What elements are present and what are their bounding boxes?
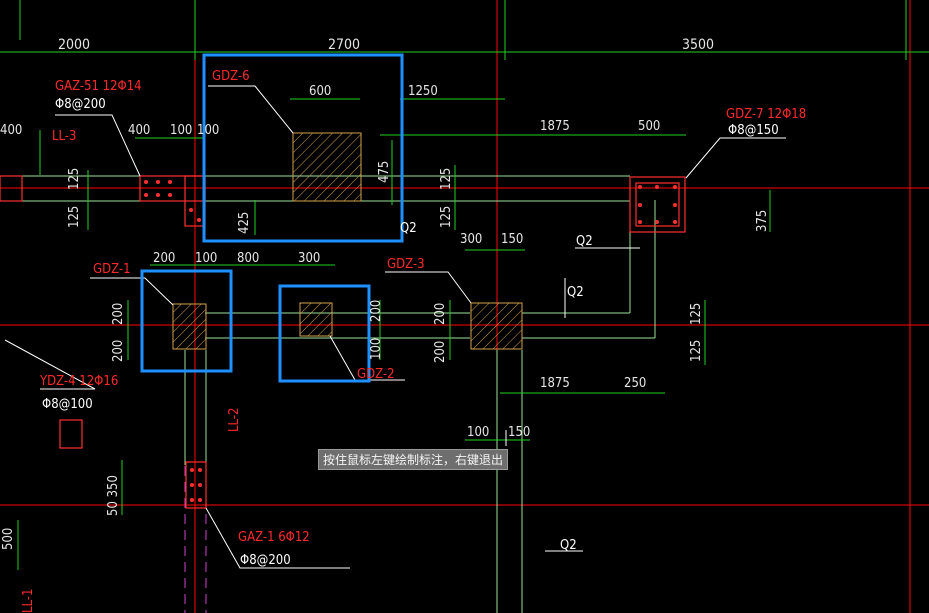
label-ydz4: YDZ-4 12Φ16 [39, 374, 118, 389]
dim-text-600: 600 [309, 84, 331, 99]
dim-text-50-350: 50 350 [106, 475, 121, 516]
leader-gaz1 [205, 507, 350, 569]
dimension-lines [0, 0, 929, 570]
dim-text-375: 375 [755, 210, 770, 232]
leader-gdz3 [385, 271, 472, 304]
dim-text-250: 250 [624, 376, 646, 391]
label-ll1: LL-1 [21, 589, 36, 613]
label-gaz1: GAZ-1 6Φ12 [238, 530, 310, 545]
rebar-dots [144, 180, 677, 502]
dim-text-200c: 200 [111, 340, 126, 362]
label-gdz7-stirrup: Φ8@150 [728, 123, 779, 138]
label-gdz7: GDZ-7 12Φ18 [726, 107, 806, 122]
top-dim-3500: 3500 [682, 37, 714, 53]
dim-text-500: 500 [638, 119, 660, 134]
dim-text-800: 800 [237, 251, 259, 266]
section-gdz7-inner [635, 182, 680, 227]
dim-text-1875b: 1875 [540, 376, 570, 391]
leader-gaz51 [55, 114, 141, 177]
dim-text-100e: 100 [467, 425, 489, 440]
column-gdz1 [172, 303, 207, 350]
dim-text-100d: 100 [369, 338, 384, 360]
dim-text-1250: 1250 [408, 84, 438, 99]
label-q2c: Q2 [400, 221, 417, 236]
dim-text-100b: 100 [197, 123, 219, 138]
label-ydz4-stirrup: Φ8@100 [42, 397, 93, 412]
selection-box-gdz2[interactable] [278, 284, 371, 383]
leader-ydz4 [4, 339, 96, 390]
label-q2a: Q2 [576, 234, 593, 249]
label-gaz51-stirrup: Φ8@200 [55, 97, 106, 112]
section-ydz4 [59, 419, 83, 449]
dim-text-200f: 200 [433, 341, 448, 363]
label-gdz3: GDZ-3 [387, 257, 425, 272]
status-tooltip: 按住鼠标左键绘制标注，右键退出 [318, 449, 509, 470]
dim-text-1875a: 1875 [540, 119, 570, 134]
label-gdz1: GDZ-1 [93, 262, 131, 277]
selection-boxes [140, 53, 404, 383]
dim-text-125d: 125 [439, 206, 454, 228]
dim-text-400-left: 400 [0, 123, 22, 138]
dim-text-200e: 200 [433, 303, 448, 325]
label-gaz1-stirrup: Φ8@200 [240, 553, 291, 568]
leader-gdz1 [90, 277, 174, 306]
label-gdz6: GDZ-6 [212, 69, 250, 84]
dim-text-300b: 300 [460, 232, 482, 247]
label-q2d: Q2 [560, 538, 577, 553]
dim-text-150a: 150 [501, 232, 523, 247]
dim-text-200a: 200 [153, 251, 175, 266]
dim-text-125b: 125 [67, 206, 82, 228]
selection-box-gdz1[interactable] [140, 269, 233, 373]
dim-text-475: 475 [377, 161, 392, 183]
dim-text-100c: 100 [195, 251, 217, 266]
dim-text-100a: 100 [170, 123, 192, 138]
dim-text-125a: 125 [67, 168, 82, 190]
dim-text-425: 425 [237, 212, 252, 234]
dim-text-400: 400 [128, 123, 150, 138]
top-dim-2000: 2000 [58, 37, 90, 53]
leader-gdz7 [685, 137, 786, 179]
selection-box-gdz6[interactable] [202, 53, 404, 243]
label-gaz51: GAZ-51 12Φ14 [55, 79, 142, 94]
label-ll3: LL-3 [52, 129, 76, 144]
dim-text-125f: 125 [689, 340, 704, 362]
label-ll2: LL-2 [227, 408, 242, 432]
dim-text-150b: 150 [508, 425, 530, 440]
dim-text-125e: 125 [689, 303, 704, 325]
leader-lines [4, 85, 786, 569]
dim-text-200b: 200 [111, 303, 126, 325]
section-gaz1 [185, 461, 207, 509]
column-gdz6 [292, 132, 362, 202]
dim-text-125c: 125 [439, 168, 454, 190]
column-gdz3 [470, 302, 523, 350]
section-gdz7 [629, 176, 686, 233]
dim-text-500b: 500 [1, 528, 16, 550]
label-gdz2: GDZ-2 [357, 367, 395, 382]
column-gdz2 [299, 302, 333, 337]
top-dim-2700: 2700 [328, 37, 360, 53]
dim-text-300a: 300 [298, 251, 320, 266]
leader-gdz6 [208, 85, 294, 134]
section-left-edge [0, 175, 23, 202]
columns [172, 132, 523, 350]
label-q2b: Q2 [567, 285, 584, 300]
dim-text-200d: 200 [369, 300, 384, 322]
